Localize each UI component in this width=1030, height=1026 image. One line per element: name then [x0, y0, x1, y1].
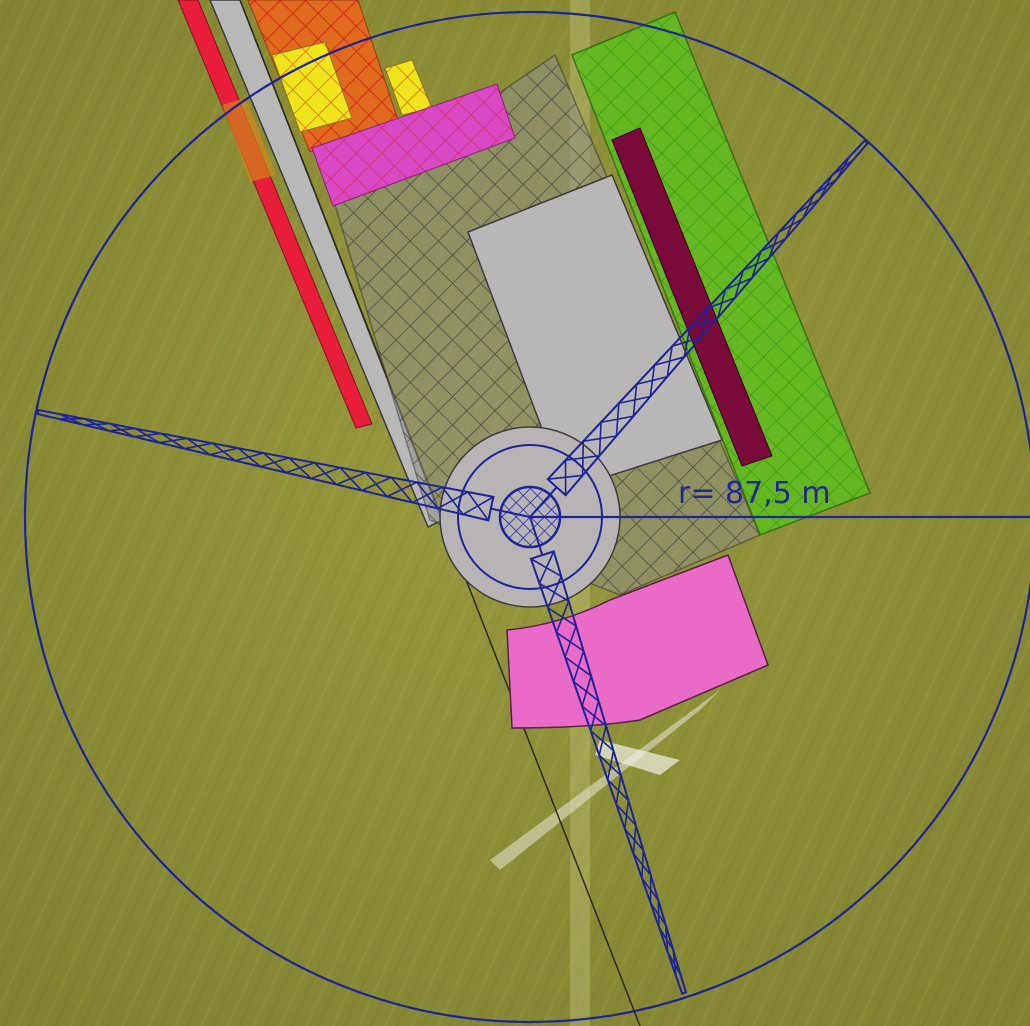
rotor-circle [24, 11, 1030, 1023]
photo-turbine-shadow [490, 690, 720, 870]
orange-small-area [222, 98, 276, 182]
pink-storage-area [506, 554, 769, 729]
rotor-blade-west [36, 408, 531, 522]
radius-label: r= 87,5 m [678, 476, 831, 511]
rotor-blade-south [529, 516, 688, 995]
maroon-strip [611, 127, 773, 467]
rotor-blades [36, 139, 869, 995]
rotor-blade-northeast [529, 139, 869, 518]
